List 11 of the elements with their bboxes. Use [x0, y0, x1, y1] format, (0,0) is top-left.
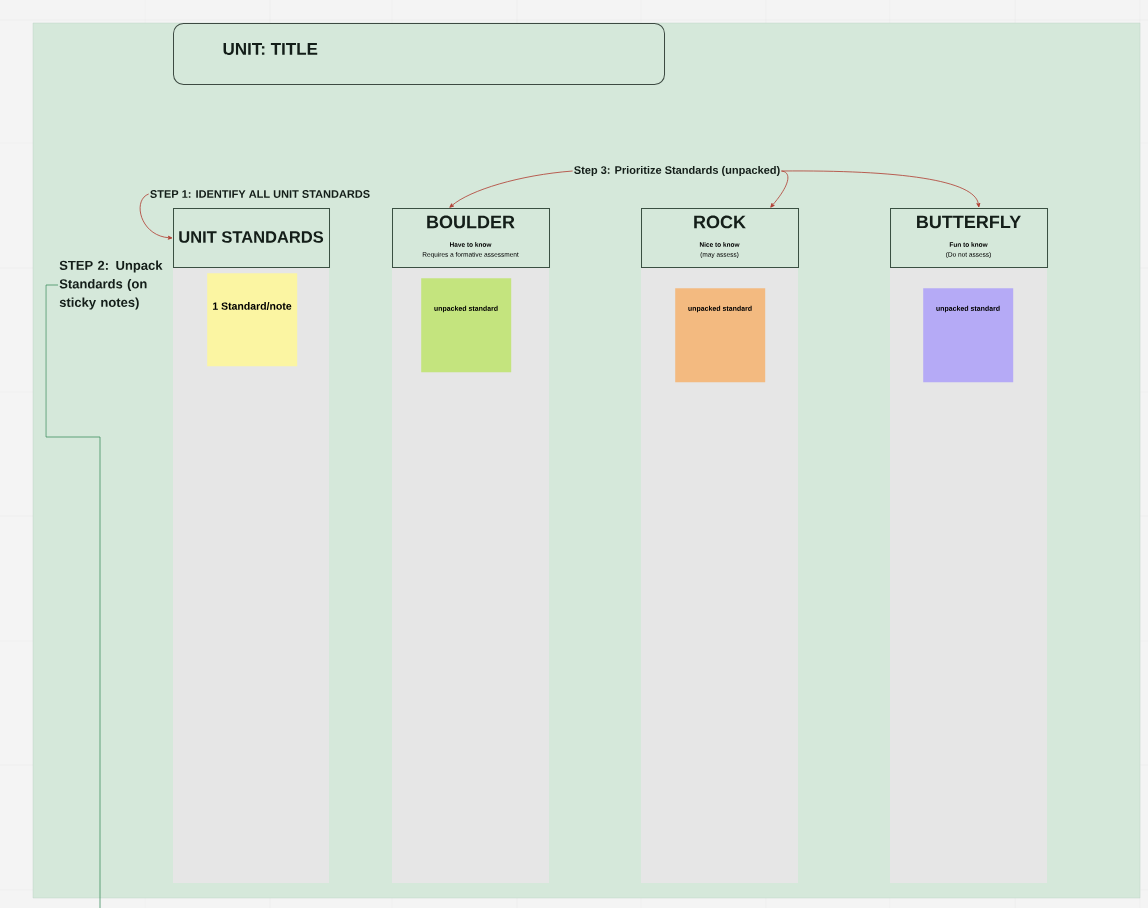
title-box: UNIT: TITLE: [173, 23, 665, 85]
step-label: Step 3: Prioritize Standards (unpacked): [574, 165, 780, 177]
arrow: [781, 170, 981, 208]
arrow: [770, 170, 789, 208]
leader-line: [45, 284, 101, 908]
arrow: [139, 193, 173, 240]
sticky-note: 1 Standard/note: [207, 273, 298, 367]
step-label: STEP 1: IDENTIFY ALL UNIT STANDARDS: [150, 190, 370, 198]
step-label: STEP 2: Unpack Standards (on sticky notes): [59, 260, 163, 310]
column-header: UNIT STANDARDS: [173, 208, 330, 268]
arrow: [449, 170, 573, 208]
